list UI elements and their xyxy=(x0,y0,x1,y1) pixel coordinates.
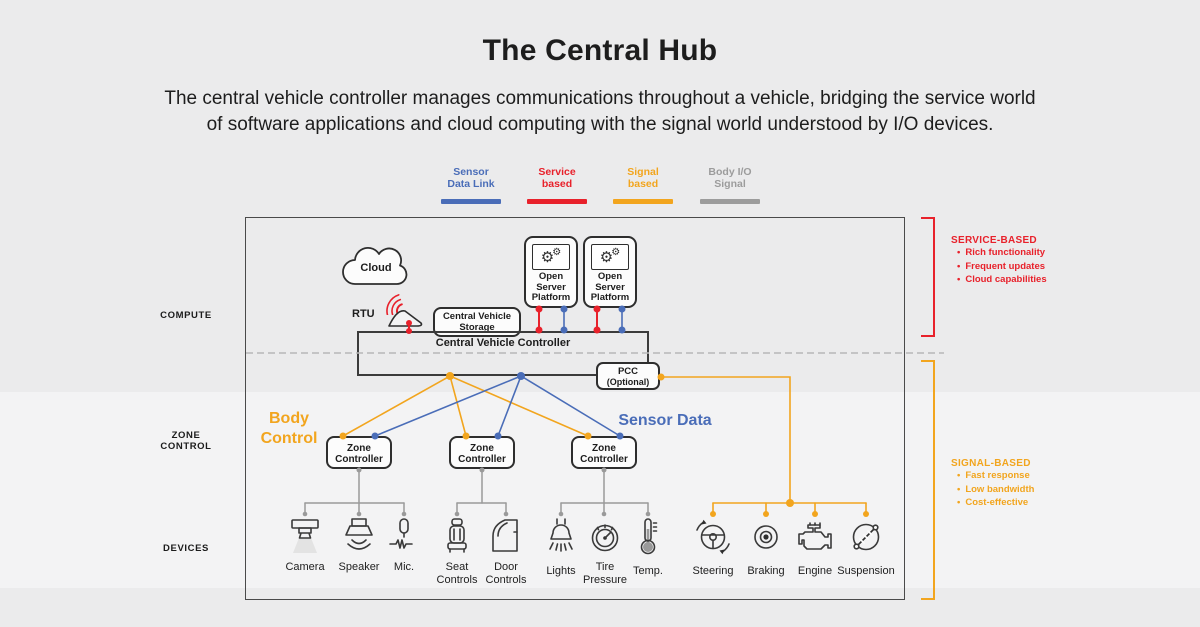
lights-icon xyxy=(549,518,573,552)
device-label: Mic. xyxy=(393,561,415,573)
device-door-controls xyxy=(484,517,528,557)
rtu-antenna-icon xyxy=(388,310,423,327)
pcc-box: PCC (Optional) xyxy=(596,362,660,390)
zone-controller-box-3: Zone Controller xyxy=(571,436,637,469)
gear-icon: ⚙ xyxy=(599,248,614,266)
gear-icon: ⚙ xyxy=(540,248,555,266)
zone-controller-box-2: Zone Controller xyxy=(449,436,515,469)
device-steering xyxy=(691,517,735,557)
bullet-icon xyxy=(957,470,965,481)
cloud-label: Cloud xyxy=(360,262,392,274)
door-controls-icon xyxy=(492,519,518,552)
device-suspension xyxy=(844,517,888,557)
steering-icon xyxy=(696,519,730,555)
subtitle-line-1: The central vehicle controller manages c… xyxy=(164,88,1036,109)
service-based-bracket xyxy=(921,217,935,337)
section-label-compute: COMPUTE xyxy=(160,310,212,321)
diagram-frame xyxy=(245,217,905,600)
server-screen-icon: ⚙ ⚙ xyxy=(591,244,629,270)
cloud-icon xyxy=(342,247,408,285)
device-label: Camera xyxy=(285,561,325,573)
camera-icon xyxy=(291,519,319,553)
central-vehicle-controller-label: Central Vehicle Controller xyxy=(435,337,571,349)
device-label: Temp. xyxy=(633,565,663,577)
page-title: The Central Hub xyxy=(482,34,718,67)
seat-controls-icon xyxy=(447,518,467,553)
gear-icon: ⚙ xyxy=(611,247,621,258)
gear-icon: ⚙ xyxy=(552,247,562,258)
legend-body-io-signal: Body I/O Signal xyxy=(708,166,752,190)
open-server-platform-box-2: ⚙ ⚙ Open Server Platform xyxy=(583,236,637,308)
device-engine xyxy=(793,517,837,557)
legend-bar-service-based xyxy=(527,199,587,204)
legend-bar-body-io-signal xyxy=(700,199,760,204)
suspension-icon xyxy=(852,523,880,551)
section-label-devices: DEVICES xyxy=(163,543,209,554)
temperature-icon xyxy=(640,518,658,555)
legend-bar-signal-based xyxy=(613,199,673,204)
device-label: Suspension xyxy=(837,565,895,577)
bullet-icon xyxy=(957,497,965,508)
legend-bar-sensor-data-link xyxy=(441,199,501,204)
signal-based-annotation: SIGNAL-BASED Fast response Low bandwidth… xyxy=(951,458,1034,510)
open-server-platform-box-1: ⚙ ⚙ Open Server Platform xyxy=(524,236,578,308)
device-temperature xyxy=(626,517,670,557)
device-tire-pressure xyxy=(583,517,627,557)
tire-pressure-icon xyxy=(591,524,619,552)
bullet-icon xyxy=(957,274,965,285)
device-label: Engine xyxy=(797,565,833,577)
device-seat-controls xyxy=(435,517,479,557)
device-camera xyxy=(283,517,327,557)
service-based-annotation: SERVICE-BASED Rich functionality Frequen… xyxy=(951,235,1047,287)
device-label: Braking xyxy=(747,565,785,577)
zone-controller-box-1: Zone Controller xyxy=(326,436,392,469)
body-control-label: Body Control xyxy=(260,410,318,447)
sensor-data-label: Sensor Data xyxy=(618,412,712,429)
device-braking xyxy=(744,517,788,557)
device-lights xyxy=(539,517,583,557)
section-label-zone-control: ZONE CONTROL xyxy=(160,430,212,452)
speaker-icon xyxy=(345,518,373,550)
subtitle-line-2: of software applications and cloud compu… xyxy=(206,114,994,135)
legend-sensor-data-link: Sensor Data Link xyxy=(447,166,495,190)
microphone-icon xyxy=(389,518,413,549)
engine-icon xyxy=(798,522,832,550)
rtu-label: RTU xyxy=(352,308,375,320)
server-screen-icon: ⚙ ⚙ xyxy=(532,244,570,270)
bullet-icon xyxy=(957,484,965,495)
device-microphone xyxy=(382,517,426,557)
legend-signal-based: Signal based xyxy=(627,166,659,190)
device-speaker xyxy=(337,517,381,557)
bullet-icon xyxy=(957,247,965,258)
device-label: Speaker xyxy=(338,561,380,573)
device-label: Lights xyxy=(546,565,576,577)
braking-icon xyxy=(754,525,778,549)
legend-service-based: Service based xyxy=(538,166,576,190)
device-label: Steering xyxy=(692,565,734,577)
bullet-icon xyxy=(957,261,965,272)
